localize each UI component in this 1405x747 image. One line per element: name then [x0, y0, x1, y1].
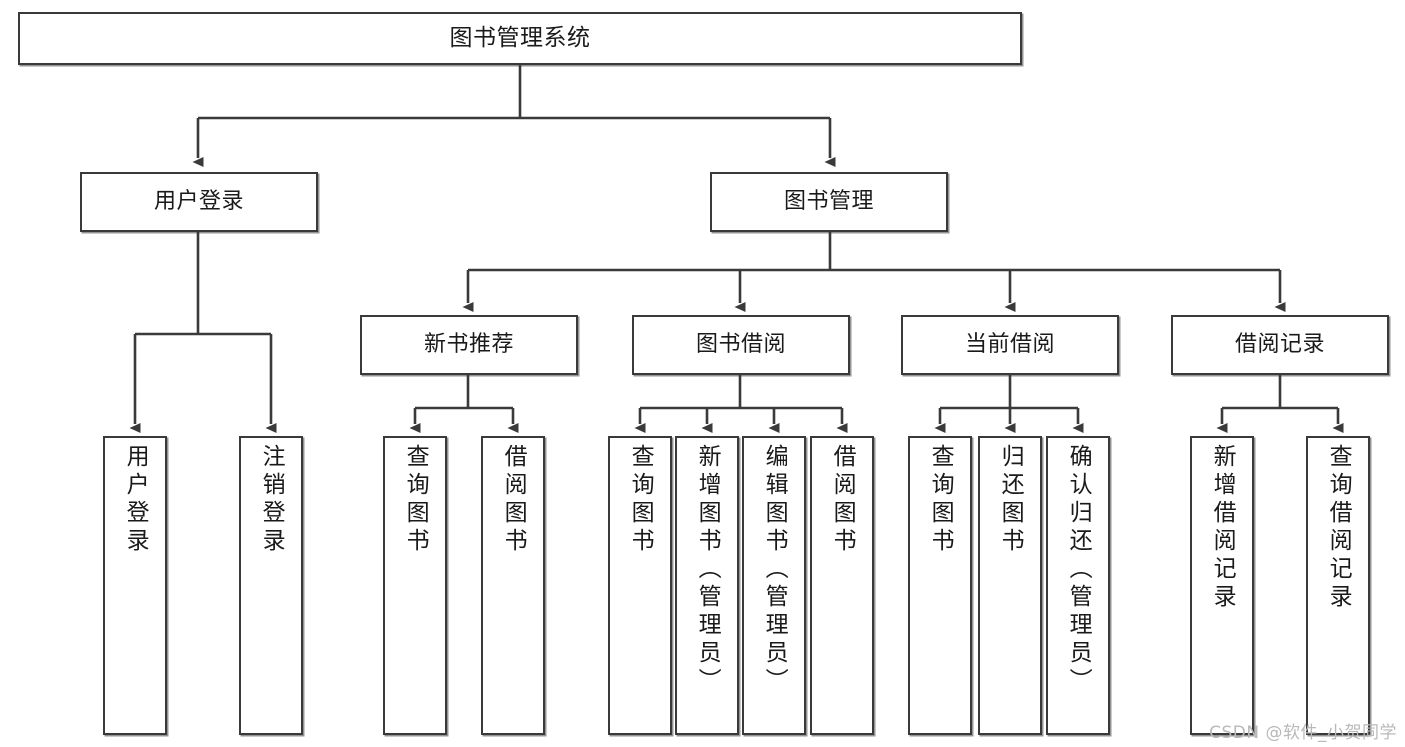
node-root-label: 图书管理系统 [449, 24, 591, 51]
node-leaf-query-book-3-label: 查询图书 [927, 444, 954, 556]
node-leaf-borrow-book-2[interactable]: 借阅图书 [810, 436, 874, 735]
node-book-borrow[interactable]: 图书借阅 [632, 315, 850, 375]
node-current-borrow[interactable]: 当前借阅 [901, 315, 1119, 375]
node-leaf-query-book-2[interactable]: 查询图书 [608, 436, 672, 735]
csdn-watermark: CSDN @软件_小贺同学 [1209, 723, 1397, 743]
node-leaf-add-record[interactable]: 新增借阅记录 [1190, 436, 1254, 735]
node-leaf-return-book-label: 归还图书 [997, 444, 1024, 556]
node-leaf-borrow-book-1-label: 借阅图书 [500, 444, 527, 556]
node-leaf-query-record-label: 查询借阅记录 [1325, 444, 1352, 612]
node-new-book-recommend[interactable]: 新书推荐 [360, 315, 578, 375]
node-leaf-query-book-3[interactable]: 查询图书 [908, 436, 972, 735]
node-leaf-query-book-2-label: 查询图书 [627, 444, 654, 556]
node-user-login-label: 用户登录 [153, 189, 244, 215]
node-book-management[interactable]: 图书管理 [710, 172, 948, 232]
node-leaf-borrow-book-2-label: 借阅图书 [829, 444, 856, 556]
node-leaf-query-book-1[interactable]: 查询图书 [383, 436, 447, 735]
node-leaf-confirm-return-label: 确认归还（管理员） [1065, 444, 1092, 696]
node-current-borrow-label: 当前借阅 [964, 332, 1055, 358]
node-leaf-add-book[interactable]: 新增图书（管理员） [675, 436, 739, 735]
node-leaf-return-book[interactable]: 归还图书 [978, 436, 1042, 735]
node-leaf-query-book-1-label: 查询图书 [402, 444, 429, 556]
node-book-management-label: 图书管理 [783, 189, 874, 215]
node-leaf-edit-book[interactable]: 编辑图书（管理员） [742, 436, 806, 735]
node-book-borrow-label: 图书借阅 [695, 332, 786, 358]
node-leaf-borrow-book-1[interactable]: 借阅图书 [481, 436, 545, 735]
node-leaf-add-book-label: 新增图书（管理员） [694, 444, 721, 696]
node-leaf-user-login-label: 用户登录 [122, 444, 149, 556]
node-user-login[interactable]: 用户登录 [80, 172, 318, 232]
node-root[interactable]: 图书管理系统 [18, 12, 1022, 65]
node-leaf-confirm-return[interactable]: 确认归还（管理员） [1046, 436, 1110, 735]
node-borrow-record[interactable]: 借阅记录 [1171, 315, 1389, 375]
node-leaf-add-record-label: 新增借阅记录 [1209, 444, 1236, 612]
node-leaf-logout-label: 注销登录 [258, 444, 285, 556]
node-leaf-user-login[interactable]: 用户登录 [103, 436, 167, 735]
node-leaf-query-record[interactable]: 查询借阅记录 [1306, 436, 1370, 735]
node-new-book-recommend-label: 新书推荐 [423, 332, 514, 358]
node-leaf-edit-book-label: 编辑图书（管理员） [761, 444, 788, 696]
node-leaf-logout[interactable]: 注销登录 [239, 436, 303, 735]
node-borrow-record-label: 借阅记录 [1234, 332, 1325, 358]
